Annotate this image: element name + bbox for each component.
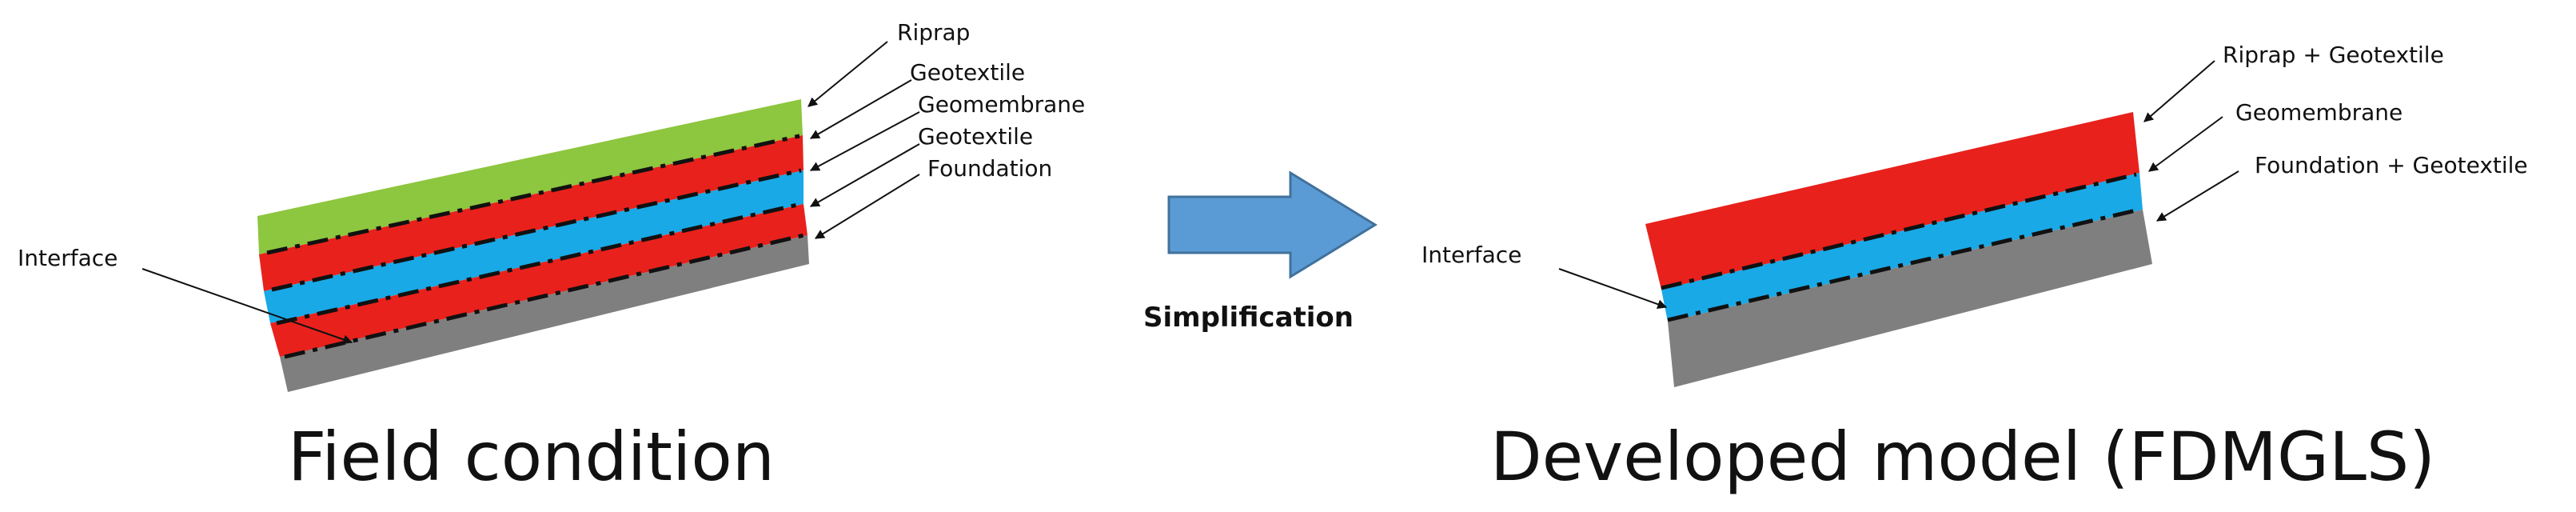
model-label-foundation-geotextile: Foundation + Geotextile <box>2255 152 2528 178</box>
developed-model-caption: Developed model (FDMGLS) <box>1490 418 2435 496</box>
field-label-geotextile-bottom: Geotextile <box>918 123 1033 150</box>
field-geotextile-bottom-layer <box>270 204 807 357</box>
model-interface-dashlines <box>1661 172 2140 322</box>
model-leader-lines <box>1558 60 2239 310</box>
model-foundation-geotextile-layer <box>1668 210 2152 387</box>
simplification-label: Simplification <box>1143 302 1354 334</box>
model-riprap-geotextile-layer <box>1645 112 2139 290</box>
field-geomembrane-layer <box>264 170 804 323</box>
field-condition-diagram: Riprap Geotextile Geomembrane Geotextile… <box>18 19 1085 496</box>
field-interface-label: Interface <box>18 245 118 271</box>
simplification-arrow: Simplification <box>1143 170 1378 334</box>
field-interface-dashlines <box>266 134 805 359</box>
field-leader-lines <box>142 41 920 345</box>
model-geomembrane-layer <box>1661 173 2143 322</box>
field-condition-caption: Field condition <box>288 418 775 496</box>
field-foundation-layer <box>280 235 809 392</box>
developed-model-diagram: Riprap + Geotextile Geomembrane Foundati… <box>1422 42 2528 496</box>
model-interface-label: Interface <box>1422 242 1521 268</box>
field-label-geotextile-top: Geotextile <box>910 59 1025 86</box>
model-label-geomembrane: Geomembrane <box>2235 99 2403 126</box>
field-riprap-layer <box>257 99 803 254</box>
model-label-riprap-geotextile: Riprap + Geotextile <box>2223 42 2444 68</box>
field-label-geomembrane: Geomembrane <box>918 91 1085 118</box>
field-geotextile-top-layer <box>259 135 804 291</box>
right-arrow-icon <box>1167 170 1378 279</box>
field-label-riprap: Riprap <box>897 19 970 46</box>
field-label-foundation: Foundation <box>927 155 1052 182</box>
